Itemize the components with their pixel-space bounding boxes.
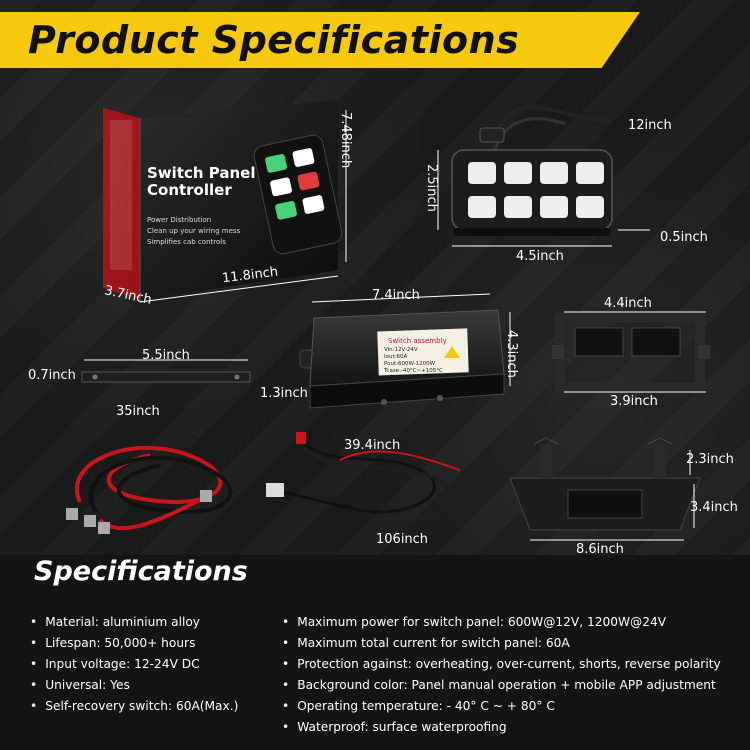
dim-power-cable: 35inch bbox=[116, 404, 160, 419]
dim-panel-height: 2.5inch bbox=[424, 164, 439, 212]
dim-module-height: 1.3inch bbox=[260, 386, 308, 401]
frame-bracket bbox=[552, 313, 710, 393]
banner-shape bbox=[0, 12, 640, 68]
switch-panel bbox=[451, 105, 613, 236]
dim-module-width: 7.4inch bbox=[372, 288, 420, 303]
spec-item: Waterproof: surface waterproofing bbox=[282, 717, 721, 738]
spec-item: Material: aluminium alloy bbox=[30, 612, 238, 633]
wiring-harness bbox=[266, 432, 461, 524]
packaging-box: Switch Panel Controller Power Distributi… bbox=[103, 100, 343, 300]
module-label-line: Iout:60A bbox=[384, 354, 407, 360]
spec-item: Operating temperature: - 40° C ~ + 80° C bbox=[282, 696, 721, 717]
mounting-bracket bbox=[509, 437, 701, 531]
dim-frame-top: 4.4inch bbox=[604, 296, 652, 311]
specs-title: Specifications bbox=[34, 556, 248, 587]
page-title: Product Specifications bbox=[28, 18, 520, 62]
dim-bracket-depth: 3.4inch bbox=[690, 500, 738, 515]
spec-item: Maximum power for switch panel: 600W@12V… bbox=[282, 612, 721, 633]
mounting-bar bbox=[81, 371, 251, 383]
box-panel-photo bbox=[253, 134, 343, 255]
spec-item: Input voltage: 12-24V DC bbox=[30, 654, 238, 675]
control-module: Switch assembly Vin:12V-24V Iout:60A Pou… bbox=[299, 309, 505, 409]
module-label-line: Vin:12V-24V bbox=[384, 347, 418, 353]
spec-item: Background color: Panel manual operation… bbox=[282, 675, 721, 696]
module-label-line: Pout:600W-1200W bbox=[384, 361, 436, 367]
spec-item: Self-recovery switch: 60A(Max.) bbox=[30, 696, 238, 717]
box-feature: Clean up your wiring mess bbox=[147, 227, 241, 235]
dim-box-height: 7.48inch bbox=[338, 112, 353, 169]
dim-panel-cable: 12inch bbox=[628, 118, 672, 133]
spec-item: Protection against: overheating, over-cu… bbox=[282, 654, 721, 675]
dim-harness-short: 39.4inch bbox=[344, 438, 401, 453]
dim-frame-bottom: 3.9inch bbox=[610, 394, 658, 409]
specs-right-list: Maximum power for switch panel: 600W@12V… bbox=[282, 612, 721, 738]
dim-bracket-height: 2.3inch bbox=[686, 452, 734, 467]
dim-module-depth: 4.3inch bbox=[504, 330, 519, 378]
dim-panel-width: 4.5inch bbox=[516, 249, 564, 264]
dim-harness-long: 106inch bbox=[376, 532, 429, 547]
box-feature: Simplifies cab controls bbox=[147, 238, 226, 246]
box-title-line1: Switch Panel bbox=[147, 164, 255, 182]
spec-item: Universal: Yes bbox=[30, 675, 238, 696]
module-label-line: Tcase:-40°C~+105°C bbox=[383, 368, 443, 374]
specs-left-list: Material: aluminium alloy Lifespan: 50,0… bbox=[30, 612, 238, 717]
dim-bracket-width: 8.6inch bbox=[576, 542, 624, 557]
box-title-line2: Controller bbox=[147, 181, 232, 199]
dim-bar-length: 5.5inch bbox=[142, 348, 190, 363]
dim-bar-width: 0.7inch bbox=[28, 368, 76, 383]
power-cable bbox=[66, 445, 233, 534]
spec-item: Lifespan: 50,000+ hours bbox=[30, 633, 238, 654]
module-label-heading: Switch assembly bbox=[388, 337, 447, 345]
product-illustrations: Switch Panel Controller Power Distributi… bbox=[66, 100, 710, 541]
box-feature: Power Distribution bbox=[147, 216, 211, 224]
title-banner: Product Specifications bbox=[0, 6, 750, 68]
dim-panel-depth: 0.5inch bbox=[660, 230, 708, 245]
spec-item: Maximum total current for switch panel: … bbox=[282, 633, 721, 654]
